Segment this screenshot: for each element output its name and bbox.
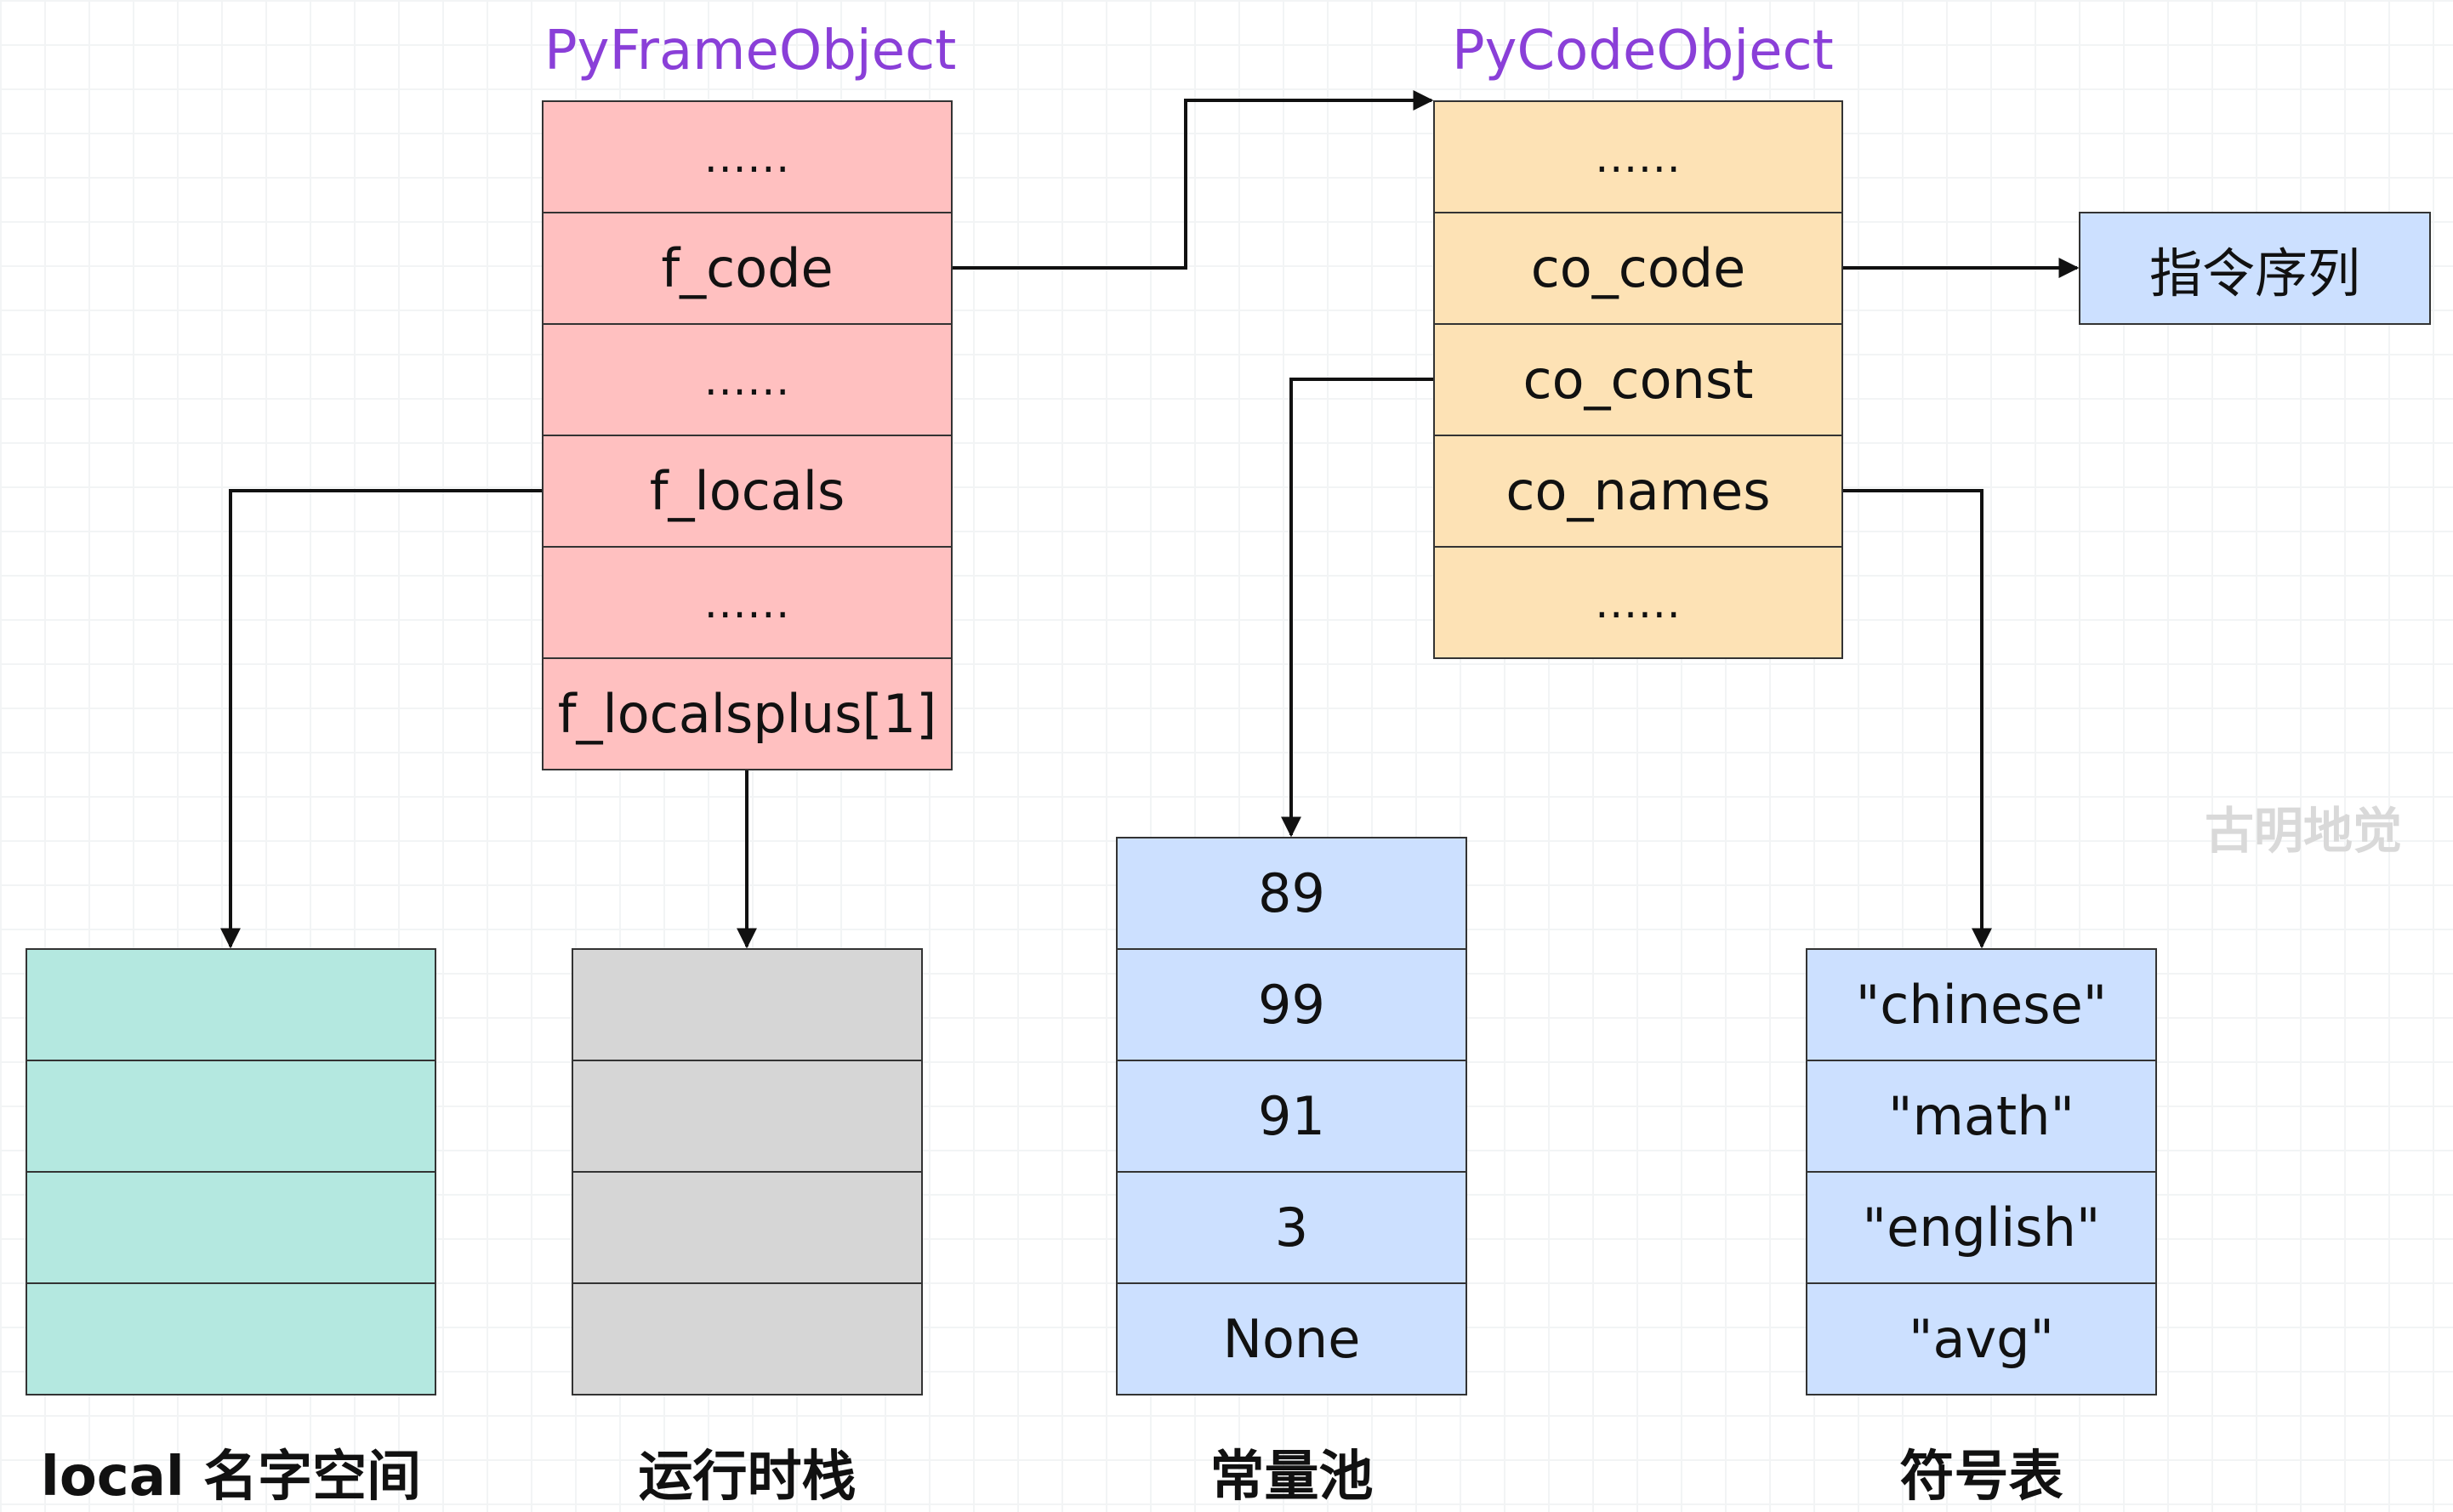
constant-pool-item-none: None	[1116, 1282, 1467, 1395]
constant-pool-caption: 常量池	[1209, 1446, 1374, 1509]
constant-pool-item-91: 91	[1116, 1060, 1467, 1173]
arrow-co-names-to-symbol-table	[1843, 489, 1992, 949]
runtime-stack-caption: 运行时栈	[638, 1446, 857, 1509]
code-field-co-names: co_names	[1433, 435, 1843, 548]
code-field-co-code: co_code	[1433, 212, 1843, 325]
symbol-table-item-math: "math"	[1806, 1060, 2157, 1173]
symbol-table-item-avg: "avg"	[1806, 1282, 2157, 1395]
arrow-f-code-to-code-object	[953, 90, 1434, 270]
constant-pool-item-89: 89	[1116, 837, 1467, 950]
arrow-co-const-to-constant-pool	[1281, 378, 1433, 838]
arrow-f-locals-to-local-namespace	[220, 489, 542, 949]
local-namespace-slot	[26, 1282, 436, 1395]
local-namespace-slot	[26, 948, 436, 1061]
symbol-table-item-chinese: "chinese"	[1806, 948, 2157, 1061]
constant-pool-item-99: 99	[1116, 948, 1467, 1061]
constant-pool-item-3: 3	[1116, 1171, 1467, 1284]
instruction-sequence-box: 指令序列	[2079, 212, 2431, 325]
frame-field-ellipsis-3: ......	[542, 546, 953, 659]
code-object-title: PyCodeObject	[1452, 20, 1834, 82]
local-namespace-caption: local 名字空间	[40, 1446, 422, 1509]
frame-field-f-localsplus: f_localsplus[1]	[542, 657, 953, 770]
frame-object-title: PyFrameObject	[544, 20, 957, 82]
symbol-table-item-english: "english"	[1806, 1171, 2157, 1284]
code-field-ellipsis-2: ......	[1433, 546, 1843, 659]
symbol-table-caption: 符号表	[1899, 1446, 2063, 1509]
code-field-co-const: co_const	[1433, 323, 1843, 436]
frame-field-f-code: f_code	[542, 212, 953, 325]
frame-field-ellipsis-1: ......	[542, 100, 953, 213]
local-namespace-slot	[26, 1171, 436, 1284]
watermark: 古明地觉	[2205, 802, 2403, 860]
runtime-stack-slot	[572, 1282, 923, 1395]
runtime-stack-slot	[572, 948, 923, 1061]
code-field-ellipsis-1: ......	[1433, 100, 1843, 213]
